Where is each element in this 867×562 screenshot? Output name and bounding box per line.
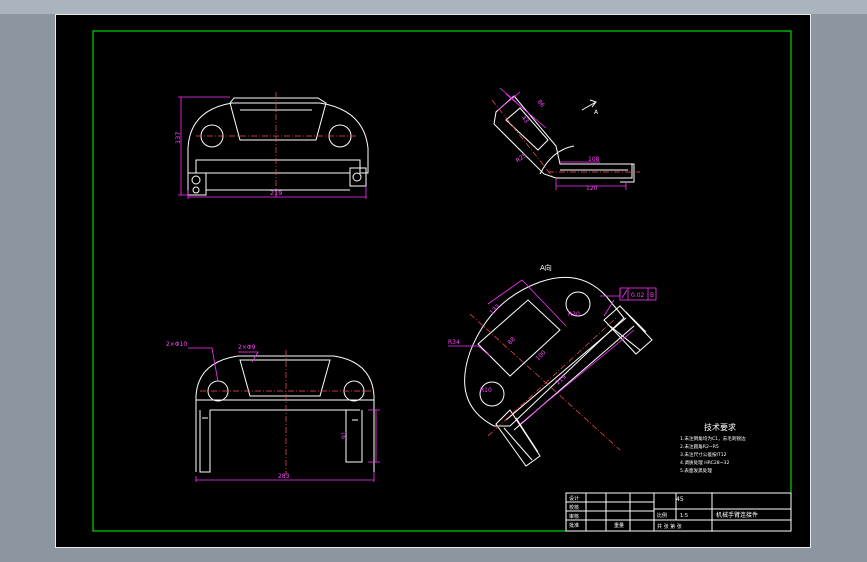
front-height-dim: 137: [174, 132, 182, 144]
drawing-frame: [92, 30, 792, 532]
sheet-count: 共 张 第 张: [657, 523, 682, 530]
tech-note-2: 2.未注圆角R2~R5: [680, 443, 719, 450]
mass-label: 重量: [614, 522, 624, 529]
tolerance-datum: B: [650, 292, 654, 299]
tolerance-value: 0.02: [631, 292, 645, 299]
bottom-view: 283 91 2×Φ10 2×Φ9: [166, 341, 380, 482]
iso-dim-f: R10: [480, 387, 492, 394]
material: 45: [676, 496, 684, 503]
side-arrow-label: A: [594, 109, 599, 116]
tech-notes-title: 技术要求: [704, 422, 736, 432]
iso-dim-a: 133: [488, 303, 501, 316]
iso-view: A向 133 88 100 219 R34 R30 R10: [448, 263, 657, 467]
title-row-design: 设计: [569, 495, 579, 502]
tech-note-5: 5.表面发黑处理: [680, 467, 712, 474]
tech-notes: 技术要求 1.未注倒角均为C1，去毛刺锐边 2.未注圆角R2~R5 3.未注尺寸…: [680, 422, 746, 474]
viewport-top-band: [0, 0, 867, 14]
tech-note-1: 1.未注倒角均为C1，去毛刺锐边: [680, 435, 746, 442]
bottom-note-left: 2×Φ10: [166, 341, 187, 348]
tech-note-3: 3.未注尺寸公差按IT12: [680, 451, 727, 458]
title-block: 设计 校核 审核 批准 45 比例 1:5 机械手臂连接件 共 张 第 张 重量: [565, 492, 792, 532]
iso-view-label: A向: [540, 263, 552, 272]
scale-value: 1:5: [680, 513, 688, 519]
side-dim-b: 43: [520, 115, 530, 125]
drawing-name: 机械手臂连接件: [716, 511, 758, 519]
title-row-approve: 批准: [569, 522, 579, 529]
bottom-width-dim: 283: [278, 473, 290, 480]
side-dim-d: 120: [586, 185, 598, 192]
front-view: 137 219: [174, 92, 369, 199]
iso-dim-b: 88: [506, 336, 516, 346]
tech-note-4: 4.调质处理 HRC28~32: [680, 459, 729, 466]
title-row-review: 审核: [569, 513, 579, 520]
front-width-dim: 219: [270, 189, 282, 197]
side-dim-a: 86: [536, 99, 546, 109]
side-dim-c: 108: [588, 156, 600, 163]
iso-dim-left: R34: [448, 339, 460, 346]
bottom-note-mid: 2×Φ9: [238, 344, 256, 351]
title-row-check: 校核: [569, 504, 579, 511]
side-view: 86 43 108 120 R25 A: [491, 87, 640, 192]
scale-label: 比例: [657, 512, 667, 519]
iso-dim-e: R30: [568, 311, 580, 318]
side-dim-e: R25: [515, 152, 529, 165]
bottom-height-dim: 91: [341, 431, 348, 439]
